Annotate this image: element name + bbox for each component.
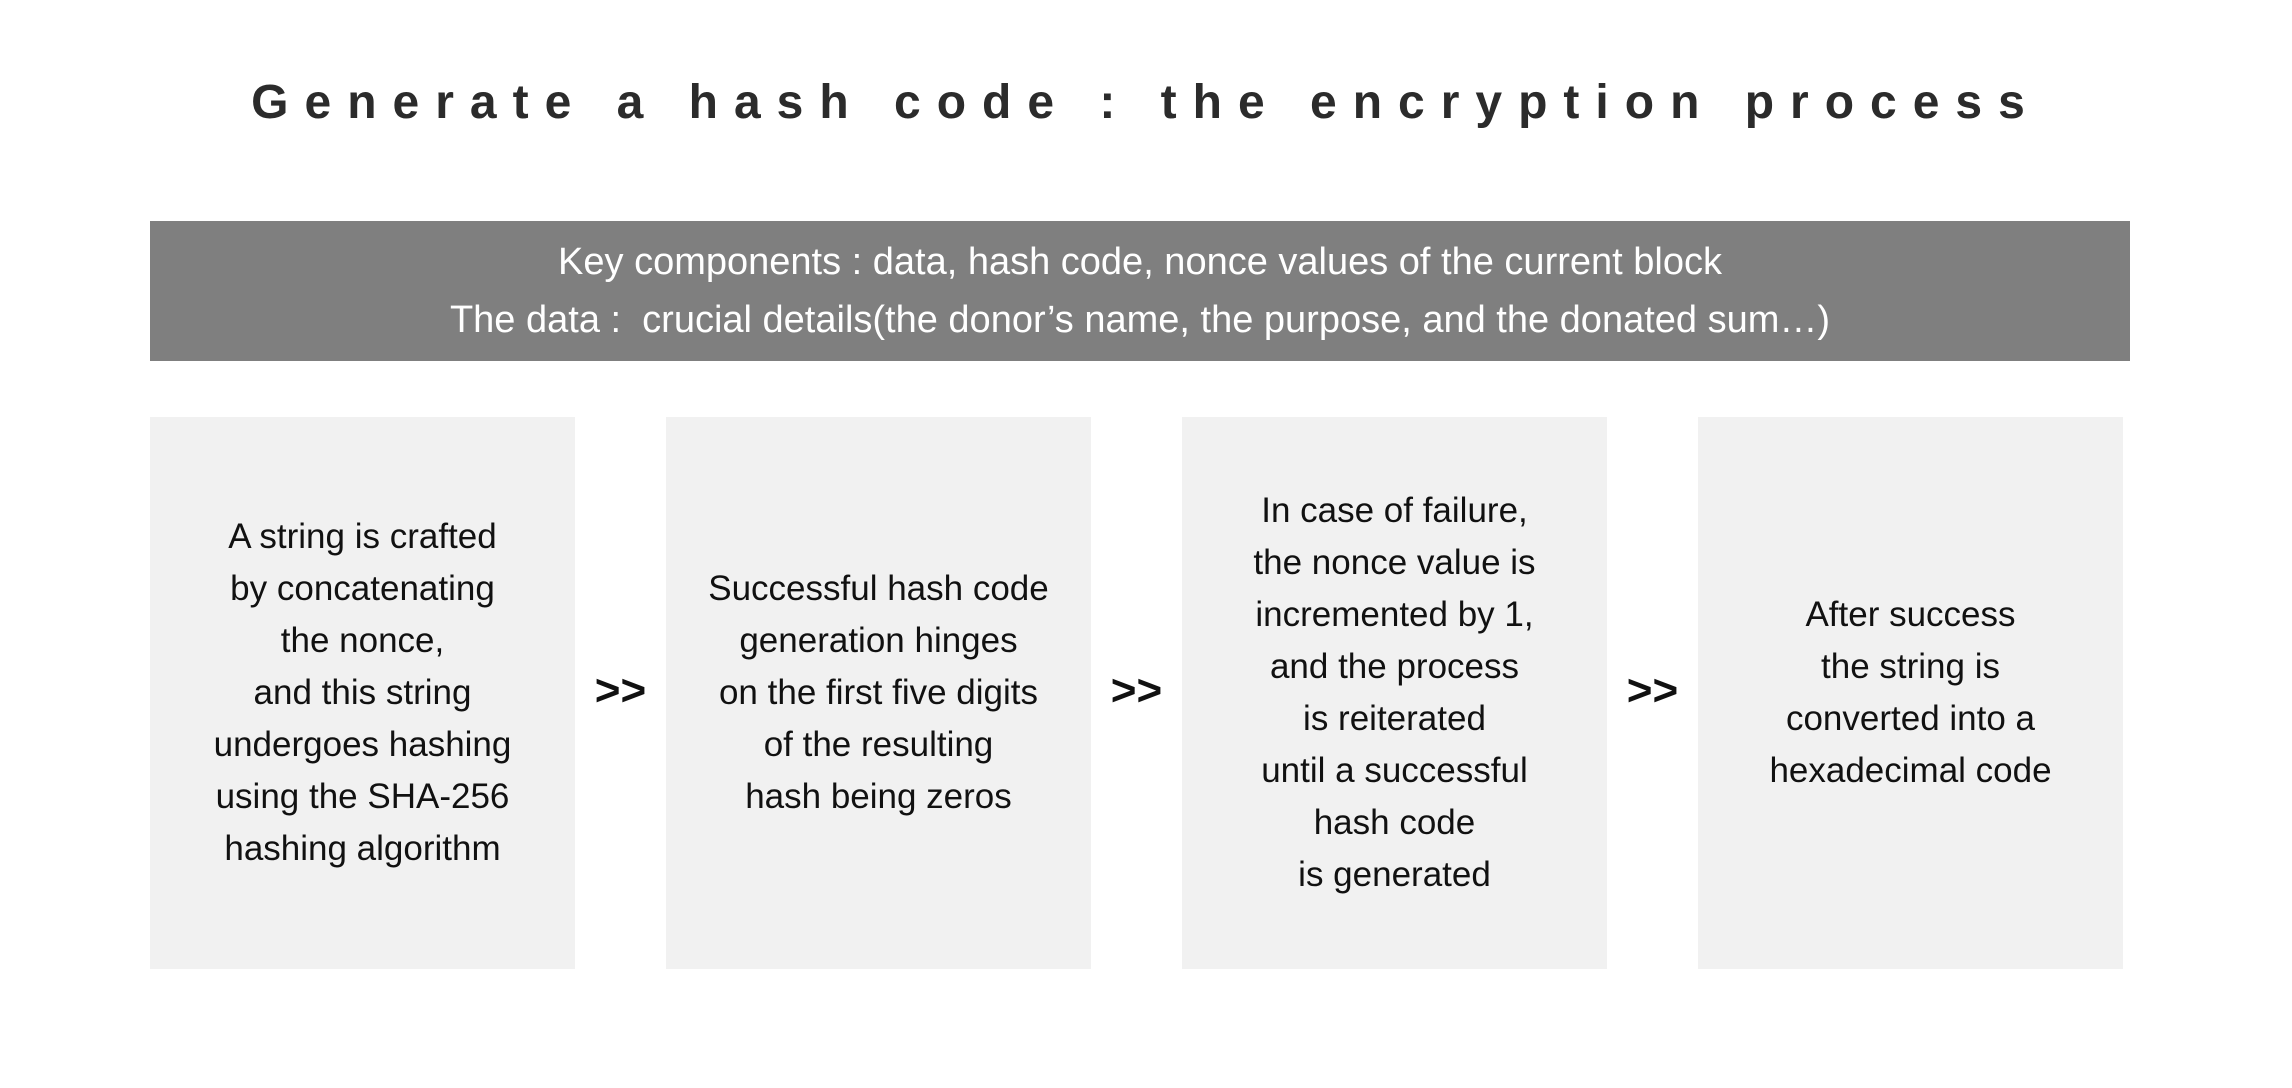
step-text-line: and this string xyxy=(253,673,472,712)
process-step-1: A string is crafted by concatenating the… xyxy=(150,417,575,969)
step-text-line: by concatenating xyxy=(230,569,495,608)
banner-line-key-components: Key components : data, hash code, nonce … xyxy=(558,241,1722,283)
step-text-line: After success xyxy=(1805,595,2016,634)
double-chevron-icon: >> xyxy=(1110,666,1163,715)
step-text-line: converted into a xyxy=(1785,699,2036,738)
step-text-line: the nonce value is xyxy=(1253,543,1536,582)
step-text-line: of the resulting xyxy=(763,725,994,764)
slide-title: Generate a hash code : the encryption pr… xyxy=(251,76,2041,129)
step-text-line: undergoes hashing xyxy=(213,725,512,764)
step-text-line: incremented by 1, xyxy=(1255,595,1534,634)
step-text-line: and the process xyxy=(1269,647,1520,686)
step-text-line: hashing algorithm xyxy=(224,829,501,868)
step-1-text: A string is crafted by concatenating the… xyxy=(214,511,512,875)
step-text-line: Successful hash code xyxy=(708,569,1049,608)
step-4-text: After success the string is converted in… xyxy=(1769,589,2051,797)
step-text-line: A string is crafted xyxy=(228,517,497,556)
double-chevron-icon: >> xyxy=(1626,666,1679,715)
step-text-line: until a successful xyxy=(1261,751,1528,790)
process-flow: A string is crafted by concatenating the… xyxy=(150,417,2123,969)
step-text-line: generation hinges xyxy=(739,621,1018,660)
step-2-text: Successful hash code generation hinges o… xyxy=(708,563,1048,823)
step-text-line: hexadecimal code xyxy=(1769,751,2052,790)
key-components-banner: Key components : data, hash code, nonce … xyxy=(150,221,2130,361)
step-text-line: is reiterated xyxy=(1303,699,1486,738)
step-text-line: using the SHA-256 xyxy=(215,777,510,816)
process-step-3: In case of failure, the nonce value is i… xyxy=(1182,417,1607,969)
step-text-line: the nonce, xyxy=(280,621,445,660)
step-text-line: the string is xyxy=(1821,647,2000,686)
step-text-line: hash being zeros xyxy=(745,777,1012,816)
step-text-line: on the first five digits xyxy=(718,673,1039,712)
step-text-line: In case of failure, xyxy=(1261,491,1528,530)
process-step-4: After success the string is converted in… xyxy=(1698,417,2123,969)
step-3-text: In case of failure, the nonce value is i… xyxy=(1253,485,1535,901)
step-text-line: is generated xyxy=(1298,855,1491,894)
banner-line-the-data: The data : crucial details(the donor’s n… xyxy=(449,299,1831,341)
process-step-2: Successful hash code generation hinges o… xyxy=(666,417,1091,969)
step-text-line: hash code xyxy=(1313,803,1476,842)
double-chevron-icon: >> xyxy=(594,666,647,715)
